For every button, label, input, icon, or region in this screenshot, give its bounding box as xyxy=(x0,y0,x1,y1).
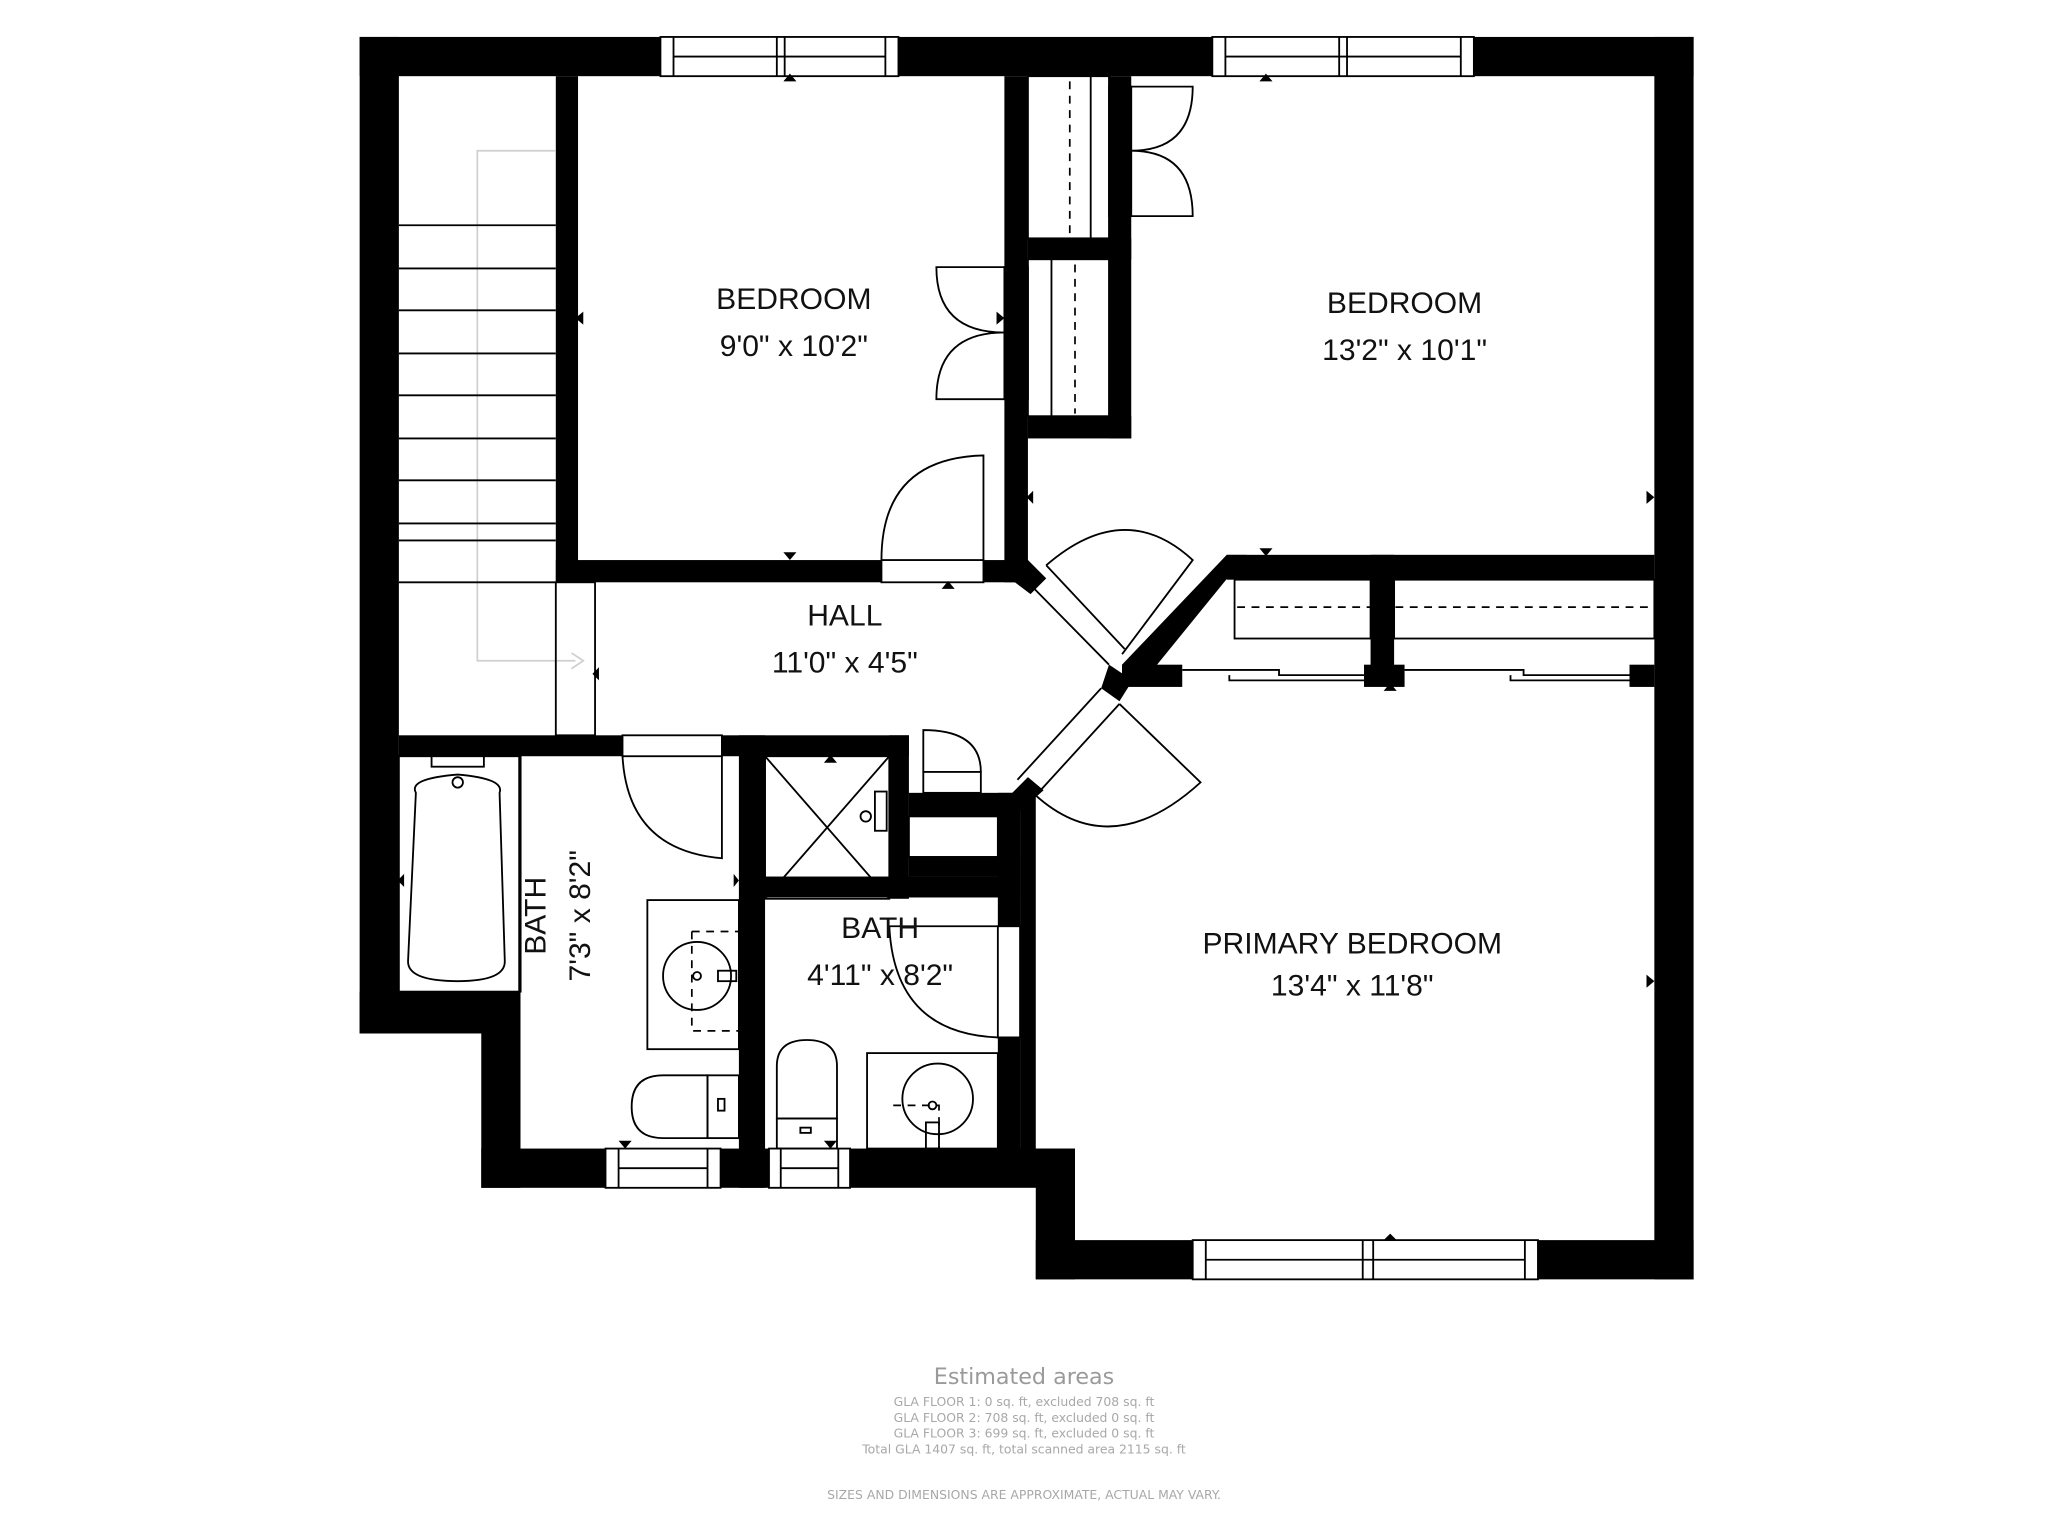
sink-icon xyxy=(662,941,732,1011)
room-dims-primary-bedroom: 13'4" x 11'8" xyxy=(1271,970,1434,1003)
walls xyxy=(359,36,1694,1280)
stairs xyxy=(398,149,596,737)
bath-fixtures xyxy=(397,755,999,1150)
windows xyxy=(604,36,1539,1281)
footer: Estimated areas GLA FLOOR 1: 0 sq. ft, e… xyxy=(827,1364,1221,1502)
window-bath2 xyxy=(768,1147,851,1189)
room-dims-bath-2: 4'11" x 8'2" xyxy=(807,959,953,992)
disclaimer: SIZES AND DIMENSIONS ARE APPROXIMATE, AC… xyxy=(827,1487,1221,1502)
shower-icon xyxy=(764,755,891,900)
room-name-bath-1: BATH xyxy=(519,877,552,955)
room-name-hall: HALL xyxy=(807,599,882,632)
dimension-markers xyxy=(397,73,1655,1241)
closets xyxy=(907,75,1656,858)
room-dims-bedroom-2: 13'2" x 10'1" xyxy=(1322,334,1487,367)
gla-floor-2: GLA FLOOR 2: 708 sq. ft, excluded 0 sq. … xyxy=(894,1410,1155,1425)
room-name-primary-bedroom: PRIMARY BEDROOM xyxy=(1202,928,1502,961)
gla-floor-3: GLA FLOOR 3: 699 sq. ft, excluded 0 sq. … xyxy=(894,1426,1155,1441)
bathtub-icon xyxy=(407,773,506,983)
room-labels: BEDROOM 9'0" x 10'2" BEDROOM 13'2" x 10'… xyxy=(519,283,1502,1003)
window-bath1 xyxy=(604,1147,722,1189)
room-name-bedroom-2: BEDROOM xyxy=(1327,287,1482,320)
window-bedroom2 xyxy=(1211,36,1475,78)
room-dims-hall: 11'0" x 4'5" xyxy=(772,647,918,680)
gla-floor-1: GLA FLOOR 1: 0 sq. ft, excluded 708 sq. … xyxy=(894,1394,1155,1409)
window-primary xyxy=(1191,1239,1539,1281)
room-name-bedroom-1: BEDROOM xyxy=(716,283,871,316)
room-dims-bedroom-1: 9'0" x 10'2" xyxy=(720,330,868,363)
window-bedroom1 xyxy=(659,36,900,78)
total-gla: Total GLA 1407 sq. ft, total scanned are… xyxy=(861,1441,1186,1456)
estimated-areas-title: Estimated areas xyxy=(934,1364,1114,1390)
toilet-icon xyxy=(630,1074,709,1140)
doors xyxy=(621,454,1202,1039)
room-dims-bath-1: 7'3" x 8'2" xyxy=(564,850,597,981)
room-name-bath-2: BATH xyxy=(841,912,919,945)
